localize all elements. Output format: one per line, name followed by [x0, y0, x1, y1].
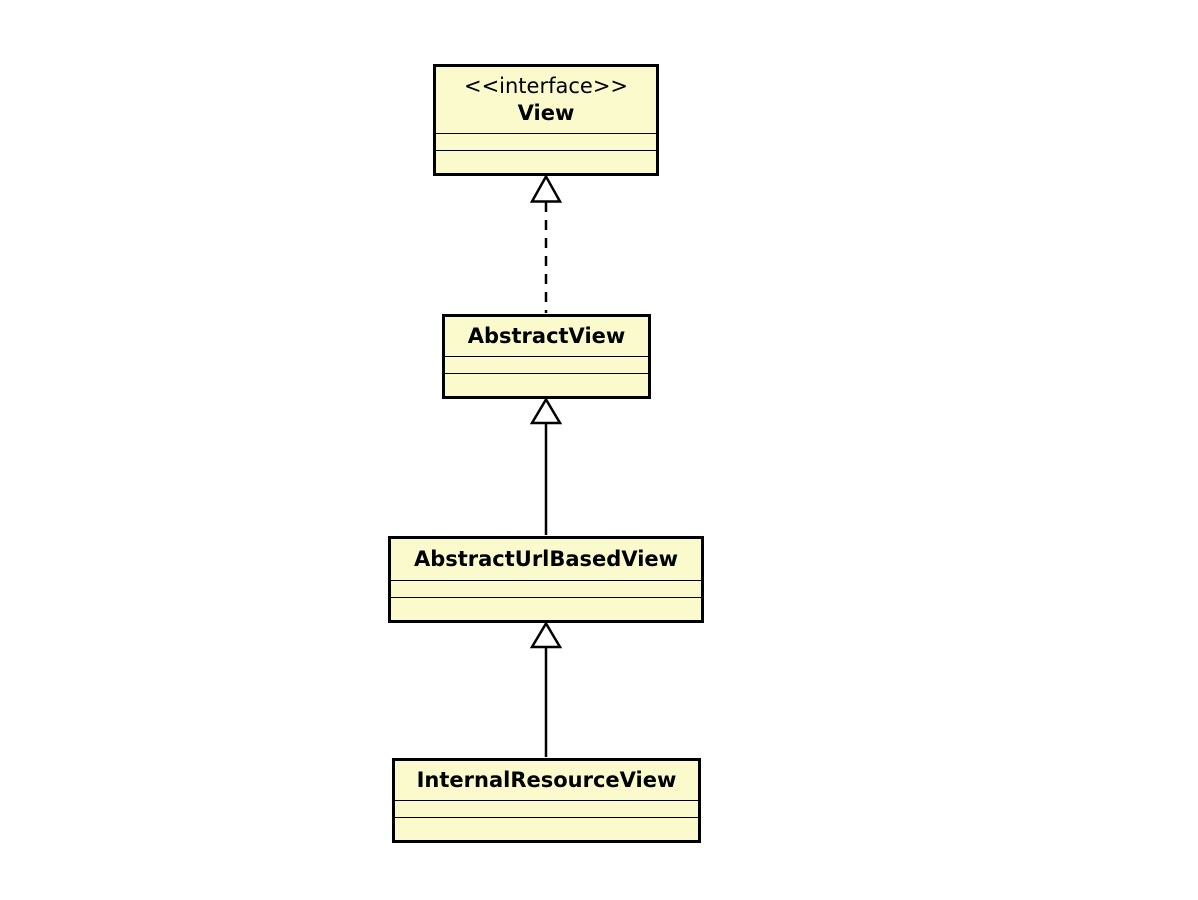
- class-name: AbstractUrlBasedView: [413, 546, 679, 571]
- attributes-compartment: [391, 580, 701, 597]
- attributes-compartment: [445, 356, 648, 373]
- stereotype-label: <<interface>>: [463, 73, 629, 98]
- class-name: InternalResourceView: [416, 767, 677, 792]
- generalization-connector-internalresourceview-to-abstracturlbasedview: [529, 621, 563, 757]
- class-title-compartment: <<interface>> View: [436, 67, 656, 133]
- operations-compartment: [391, 597, 701, 620]
- class-name: AbstractView: [467, 323, 626, 348]
- hollow-triangle-arrowhead-icon: [529, 621, 563, 649]
- class-box-internalresourceview: InternalResourceView: [392, 758, 701, 843]
- class-box-view: <<interface>> View: [433, 64, 659, 176]
- class-name: View: [517, 101, 575, 125]
- realization-connector-abstractview-to-view: [529, 173, 563, 313]
- generalization-connector-abstracturlbasedview-to-abstractview: [529, 397, 563, 535]
- class-title-compartment: AbstractUrlBasedView: [391, 539, 701, 580]
- operations-compartment: [436, 150, 656, 173]
- attributes-compartment: [395, 800, 698, 817]
- class-box-abstracturlbasedview: AbstractUrlBasedView: [388, 536, 704, 623]
- hollow-triangle-arrowhead-icon: [529, 173, 563, 203]
- class-title-compartment: InternalResourceView: [395, 761, 698, 800]
- operations-compartment: [445, 373, 648, 396]
- attributes-compartment: [436, 133, 656, 150]
- class-title-compartment: AbstractView: [445, 317, 648, 356]
- operations-compartment: [395, 817, 698, 840]
- class-box-abstractview: AbstractView: [442, 314, 651, 399]
- hollow-triangle-arrowhead-icon: [529, 397, 563, 425]
